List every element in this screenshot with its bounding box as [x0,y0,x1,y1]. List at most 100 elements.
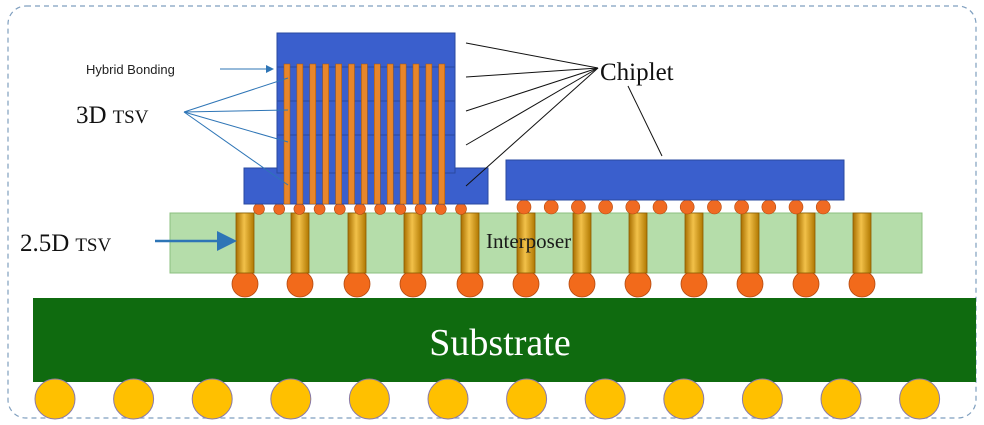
microbump [734,199,749,215]
c4-bump [680,270,708,298]
solder-ball [820,378,862,420]
microbump [571,199,586,215]
substrate-label: Substrate [429,322,570,364]
tsv-3d-via [438,63,446,205]
tsv-3d-via [283,63,291,205]
tsv-25d-via [740,212,760,274]
leader-line [627,85,663,157]
tsv-3d-via [386,63,394,205]
chiplet-leader-lines [465,42,663,187]
c4-bump [286,270,314,298]
c4-bump [343,270,371,298]
tsv-25d-prefix: 2.5D [20,230,69,257]
c4-bump [456,270,484,298]
microbump [354,203,366,215]
tsv-25d-vias [235,212,872,274]
tsv-25d-via [572,212,592,274]
tsv-25d-suffix: TSV [75,235,111,256]
microbump [374,203,387,215]
tsv-3d-vias [283,63,446,205]
tsv-3d-via [412,63,420,205]
microbump [414,203,427,215]
microbumps [253,199,831,215]
tsv-25d-via [796,212,816,274]
microbump [707,199,722,215]
microbump [761,199,777,215]
solder-ball [663,378,705,420]
chiplet-right [505,159,845,201]
leader-line [183,77,289,113]
leader-line [465,67,599,112]
solder-ball [270,378,312,420]
tsv-25d-via [628,212,648,274]
solder-ball [506,378,548,420]
microbump [333,203,346,215]
tsv-3d-via [425,63,433,205]
c4-bump [512,270,540,298]
microbump [313,203,326,215]
c4-bumps [231,270,876,298]
c4-bump [624,270,652,298]
tsv-25d-via [684,212,704,274]
leader-line [183,109,289,113]
tsv-3d-via [361,63,368,205]
leader-line [183,111,289,186]
microbump [815,199,831,215]
solder-ball [584,378,626,420]
solder-ball [191,378,233,420]
leader-line [465,42,599,69]
c4-bump [231,270,259,298]
microbump [516,199,532,215]
microbump [543,199,559,215]
tsv-3d-via [296,63,304,205]
tsv-25d-via [403,212,423,274]
tsv-3d-via [322,63,329,205]
microbump [293,203,306,215]
tsv-3d-via [335,63,342,205]
c4-bump [568,270,596,298]
microbump [598,199,613,215]
microbump [679,199,695,215]
leader-line [183,111,289,143]
solder-ball [899,378,941,420]
c4-bump [848,270,876,298]
solder-ball [741,378,783,420]
solder-balls [34,378,941,420]
solder-ball [113,378,155,420]
solder-ball [348,378,390,420]
outer-border [7,5,977,419]
microbump [652,199,668,215]
tsv-25d-via [347,212,367,274]
microbump [625,199,641,215]
tsv-3d-via [309,63,317,205]
substrate [33,298,976,382]
tsv-3d-label: 3D TSV [76,102,149,129]
microbump [434,203,447,215]
c4-bump [399,270,427,298]
tsv-25d-via [460,212,480,274]
hybrid-bonding-label: Hybrid Bonding [86,62,175,77]
leader-line [465,67,599,146]
tsv-3d-prefix: 3D [76,102,107,129]
tsv-25d-via [852,212,872,274]
c4-bump [736,270,764,298]
tsv-3d-via [374,63,381,205]
microbump [455,203,467,215]
leader-line [465,67,599,187]
tsv-3d-via [348,63,355,205]
c4-bump [792,270,820,298]
leader-line [465,67,599,78]
tsv-3d-via [399,63,407,205]
microbump [273,203,286,215]
microbump [788,199,804,215]
tsv-25d-label: 2.5D TSV [20,230,111,257]
tsv-3d-leader-lines [183,77,289,186]
solder-ball [34,378,76,420]
tsv-3d-suffix: TSV [113,107,149,128]
microbump [253,203,265,215]
chiplet-label: Chiplet [600,59,674,86]
chiplet-stack-3d [243,32,489,205]
tsv-25d-via [235,212,255,274]
